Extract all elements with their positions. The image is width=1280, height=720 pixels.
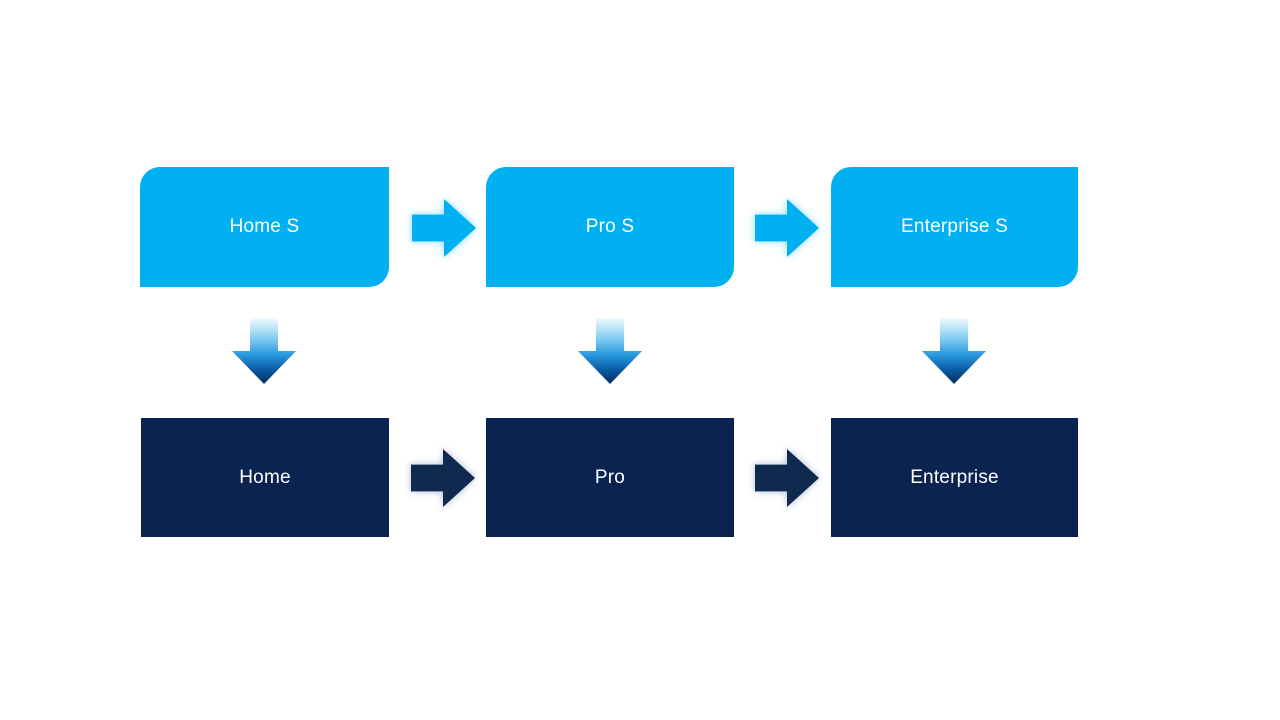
arrow-right-shape	[755, 449, 819, 507]
node-enterprise: Enterprise	[831, 418, 1078, 537]
node-home-label: Home	[239, 466, 291, 488]
node-enterprise-s-label: Enterprise S	[901, 216, 1008, 237]
arrow-right-icon	[755, 199, 819, 257]
node-pro-s-label: Pro S	[585, 216, 635, 237]
node-pro-s: Pro S	[486, 167, 734, 287]
arrow-down-shape	[578, 318, 642, 384]
node-pro-label: Pro	[594, 466, 626, 488]
node-home-s: Home S	[140, 167, 389, 287]
arrow-right-shape	[755, 199, 819, 257]
arrow-down-icon	[922, 318, 986, 384]
node-pro: Pro	[486, 418, 734, 537]
node-enterprise-s: Enterprise S	[831, 167, 1078, 287]
arrow-down-icon	[578, 318, 642, 384]
arrow-right-shape	[412, 199, 476, 257]
node-home: Home	[141, 418, 389, 537]
arrow-right-icon	[755, 449, 819, 507]
arrow-down-shape	[922, 318, 986, 384]
arrow-down-shape	[232, 318, 296, 384]
node-enterprise-label: Enterprise	[910, 466, 999, 488]
arrow-right-icon	[411, 449, 475, 507]
arrow-right-shape	[411, 449, 475, 507]
arrow-right-icon	[412, 199, 476, 257]
node-home-s-label: Home S	[229, 216, 300, 237]
arrow-down-icon	[232, 318, 296, 384]
